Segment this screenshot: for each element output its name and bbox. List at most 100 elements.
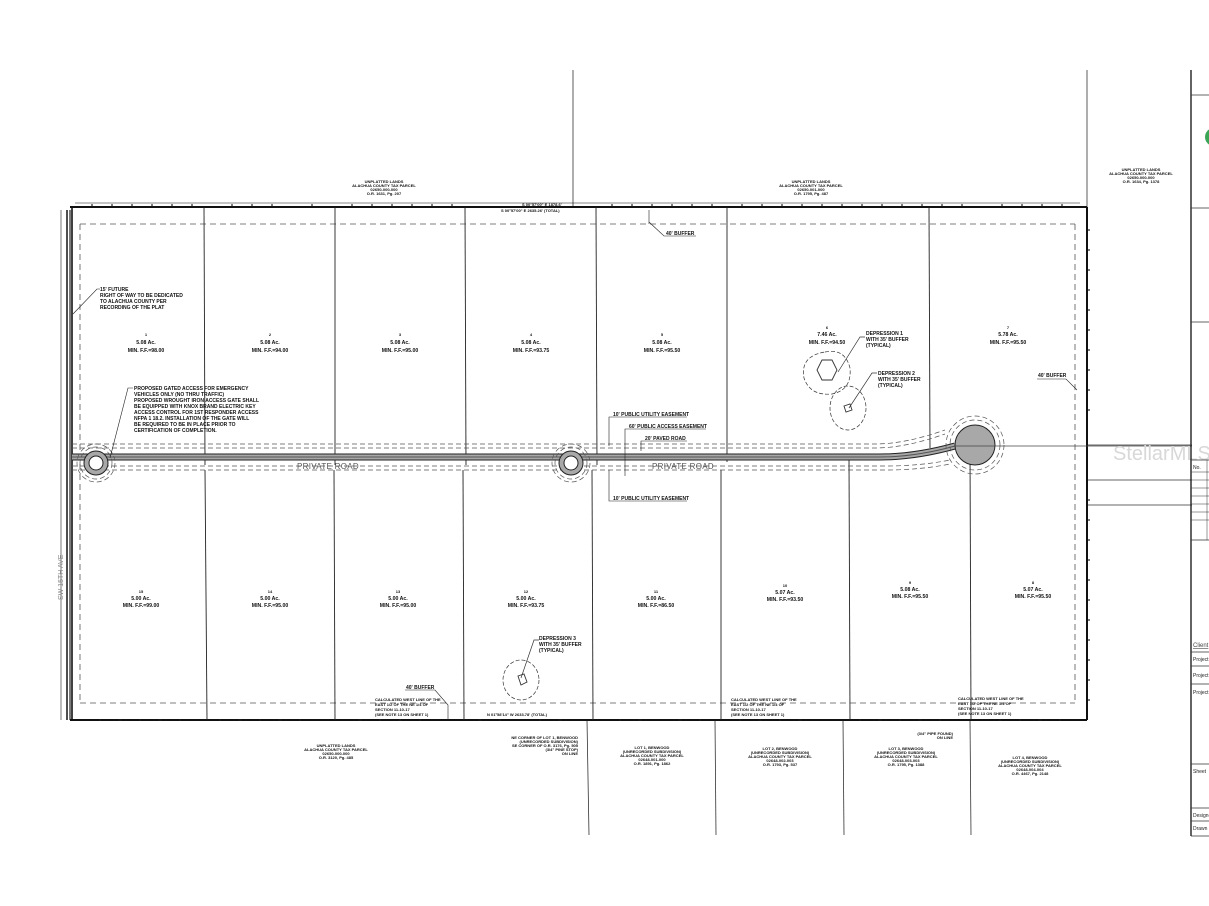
svg-text:02648-004-004: 02648-004-004 [1016,767,1044,772]
svg-text:O.R. 1634, Pg. 1378: O.R. 1634, Pg. 1378 [1123,179,1160,184]
svg-text:UNPLATTED LANDS: UNPLATTED LANDS [365,179,404,184]
lot-4: 4 5.08 Ac. MIN. F.F.=93.75 [513,332,550,354]
svg-text:MIN. F.F.=95.00: MIN. F.F.=95.00 [252,603,289,609]
svg-text:ALACHUA COUNTY TAX PARCEL: ALACHUA COUNTY TAX PARCEL [620,753,684,758]
designed-label: Designe [1193,813,1209,819]
parcel-north-1: UNPLATTED LANDS ALACHUA COUNTY TAX PARCE… [352,179,416,196]
svg-text:MIN. F.F.=93.75: MIN. F.F.=93.75 [508,603,545,609]
svg-text:02648-001-000: 02648-001-000 [638,757,666,762]
svg-text:CALCULATED WEST LINE OF THE: CALCULATED WEST LINE OF THE [375,697,441,702]
depression-2-note: DEPRESSION 2 WITH 35' BUFFER (TYPICAL) [878,371,921,389]
easement-notes [608,416,706,502]
buffer-lines [79,223,1076,704]
svg-text:O.R. 1891, Pg. 1862: O.R. 1891, Pg. 1862 [634,761,671,766]
svg-text:(UNRECORDED SUBDIVISION): (UNRECORDED SUBDIVISION) [1001,759,1060,764]
lot-14: 14 5.00 Ac. MIN. F.F.=95.00 [252,589,289,609]
svg-text:MIN. F.F.=98.00: MIN. F.F.=98.00 [128,348,165,354]
svg-text:MIN. F.F.=95.50: MIN. F.F.=95.50 [644,348,681,354]
svg-text:1: 1 [145,332,148,337]
parcel-south-1: UNPLATTED LANDS ALACHUA COUNTY TAX PARCE… [304,743,368,760]
svg-text:40' BUFFER: 40' BUFFER [666,231,695,237]
svg-text:WITH 35' BUFFER: WITH 35' BUFFER [539,642,582,648]
svg-text:DEPRESSION 1: DEPRESSION 1 [866,331,903,337]
svg-text:02650-000-000: 02650-000-000 [1127,175,1155,180]
bearing-north-total: S 00°57'00" E 2635.26' (TOTAL) [501,208,560,213]
parcel-north-2: UNPLATTED LANDS ALACHUA COUNTY TAX PARCE… [779,179,843,196]
svg-text:MIN. F.F.=93.75: MIN. F.F.=93.75 [513,348,550,354]
svg-text:5.08 Ac.: 5.08 Ac. [260,340,280,346]
svg-text:2: 2 [269,332,272,337]
svg-text:02648-003-003: 02648-003-003 [892,758,920,763]
svg-text:(SEE NOTE 13 ON SHEET 1): (SEE NOTE 13 ON SHEET 1) [958,711,1012,716]
svg-text:5.00 Ac.: 5.00 Ac. [131,596,151,602]
parcel-lot-4-benwood: LOT 4, BENWOOD (UNRECORDED SUBDIVISION) … [998,755,1062,776]
svg-text:ALACHUA COUNTY TAX PARCEL: ALACHUA COUNTY TAX PARCEL [1109,171,1173,176]
svg-text:WITH 35' BUFFER: WITH 35' BUFFER [878,377,921,383]
svg-text:7.46 Ac.: 7.46 Ac. [817,332,837,338]
lot-7: 7 5.78 Ac. MIN. F.F.=95.50 [990,325,1027,346]
adjacent-parcel-lines [572,70,1192,836]
buffer-note-north: 40' BUFFER [648,210,696,237]
svg-text:7: 7 [1007,325,1010,330]
svg-text:ALACHUA COUNTY TAX PARCEL: ALACHUA COUNTY TAX PARCEL [748,754,812,759]
svg-text:O.R. 1795, Pg. 487: O.R. 1795, Pg. 487 [794,191,829,196]
lot-15: 15 5.00 Ac. MIN. F.F.=99.00 [123,589,160,609]
client-label: Client [1193,643,1209,649]
svg-text:(UNRECORDED SUBDIVISION): (UNRECORDED SUBDIVISION) [751,750,810,755]
svg-text:SECTION 11-10-17: SECTION 11-10-17 [731,707,766,712]
bearing-south-total: N 01°58'14" W 2633.78' (TOTAL) [487,712,548,717]
parcel-north-east: UNPLATTED LANDS ALACHUA COUNTY TAX PARCE… [1109,167,1173,184]
svg-text:BE REQUIRED TO BE IN PLACE PRI: BE REQUIRED TO BE IN PLACE PRIOR TO [134,422,236,428]
svg-text:5.78 Ac.: 5.78 Ac. [998,332,1018,338]
svg-text:NE CORNER OF LOT 1, BENWOOD: NE CORNER OF LOT 1, BENWOOD [511,735,578,740]
svg-text:RIGHT OF WAY TO BE DEDICATED: RIGHT OF WAY TO BE DEDICATED [100,293,183,299]
svg-text:RECORDING OF THE PLAT: RECORDING OF THE PLAT [100,305,164,311]
svg-text:BE EQUIPPED WITH KNOX BRAND EL: BE EQUIPPED WITH KNOX BRAND ELECTRIC KEY [134,404,256,410]
svg-text:(SEE NOTE 13 ON SHEET 1): (SEE NOTE 13 ON SHEET 1) [375,712,429,717]
calc-line-note-1: CALCULATED WEST LINE OF THE EAST 1/2 OF … [375,697,441,717]
svg-text:5.00 Ac.: 5.00 Ac. [388,596,408,602]
svg-text:(SEE NOTE 13 ON SHEET 1): (SEE NOTE 13 ON SHEET 1) [731,712,785,717]
svg-text:5.07 Ac.: 5.07 Ac. [1023,587,1043,593]
svg-text:02648-002-003: 02648-002-003 [766,758,794,763]
svg-text:UNPLATTED LANDS: UNPLATTED LANDS [792,179,831,184]
lot-10: 10 5.07 Ac. MIN. F.F.=93.50 [767,583,804,603]
svg-text:SECTION 11-10-17: SECTION 11-10-17 [958,706,993,711]
svg-text:4: 4 [530,332,533,337]
calc-line-note-3: CALCULATED WEST LINE OF THE EAST 1/2 OF … [958,696,1024,716]
project-label-2: Project [1193,673,1209,679]
project-label-3: Project [1193,690,1209,696]
svg-text:40' BUFFER: 40' BUFFER [1038,373,1067,379]
drawn-label: Drawn [1193,826,1208,832]
svg-text:5.08 Ac.: 5.08 Ac. [900,587,920,593]
svg-text:5.08 Ac.: 5.08 Ac. [390,340,410,346]
lot-5: 5 5.08 Ac. MIN. F.F.=95.50 [644,332,681,354]
svg-text:9: 9 [909,580,912,585]
svg-text:LOT 4, BENWOOD: LOT 4, BENWOOD [1013,755,1048,760]
svg-text:UNPLATTED LANDS: UNPLATTED LANDS [1122,167,1161,172]
svg-text:CERTIFICATION OF COMPLETION.: CERTIFICATION OF COMPLETION. [134,428,217,434]
gated-access-note: PROPOSED GATED ACCESS FOR EMERGENCY VEHI… [109,386,259,459]
parcel-lot-2-benwood: LOT 2, BENWOOD (UNRECORDED SUBDIVISION) … [748,746,812,767]
svg-text:ALACHUA COUNTY TAX PARCEL: ALACHUA COUNTY TAX PARCEL [998,763,1062,768]
svg-text:MIN. F.F.=95.50: MIN. F.F.=95.50 [892,594,929,600]
svg-text:(TYPICAL): (TYPICAL) [866,343,891,349]
svg-text:CALCULATED WEST LINE OF THE: CALCULATED WEST LINE OF THE [958,696,1024,701]
parcel-south-corner: NE CORNER OF LOT 1, BENWOOD (UNRECORDED … [511,735,578,756]
fence-tick-marks [91,204,1090,721]
parcel-lot-3-benwood: LOT 3, BENWOOD (UNRECORDED SUBDIVISION) … [874,746,938,767]
svg-text:3: 3 [399,332,402,337]
svg-text:(UNRECORDED SUBDIVISION): (UNRECORDED SUBDIVISION) [877,750,936,755]
svg-text:MIN. F.F.=86.50: MIN. F.F.=86.50 [638,603,675,609]
calc-line-note-2: CALCULATED WEST LINE OF THE EAST 1/2 OF … [731,697,797,717]
depressions [502,336,877,701]
svg-text:40' BUFFER: 40' BUFFER [406,685,435,691]
lot-1: 1 5.08 Ac. MIN. F.F.=98.00 [128,332,165,354]
svg-text:MIN. F.F.=95.50: MIN. F.F.=95.50 [1015,594,1052,600]
svg-text:MIN. F.F.=95.50: MIN. F.F.=95.50 [990,340,1027,346]
svg-text:O.R. 1793, Pg. 537: O.R. 1793, Pg. 537 [763,762,798,767]
svg-text:LOT 3, BENWOOD: LOT 3, BENWOOD [889,746,924,751]
street-label: SW 15TH AVE [58,554,65,600]
svg-text:O.R. 1795, Pg. 1388: O.R. 1795, Pg. 1388 [888,762,925,767]
lot-9: 9 5.08 Ac. MIN. F.F.=95.50 [892,580,929,600]
